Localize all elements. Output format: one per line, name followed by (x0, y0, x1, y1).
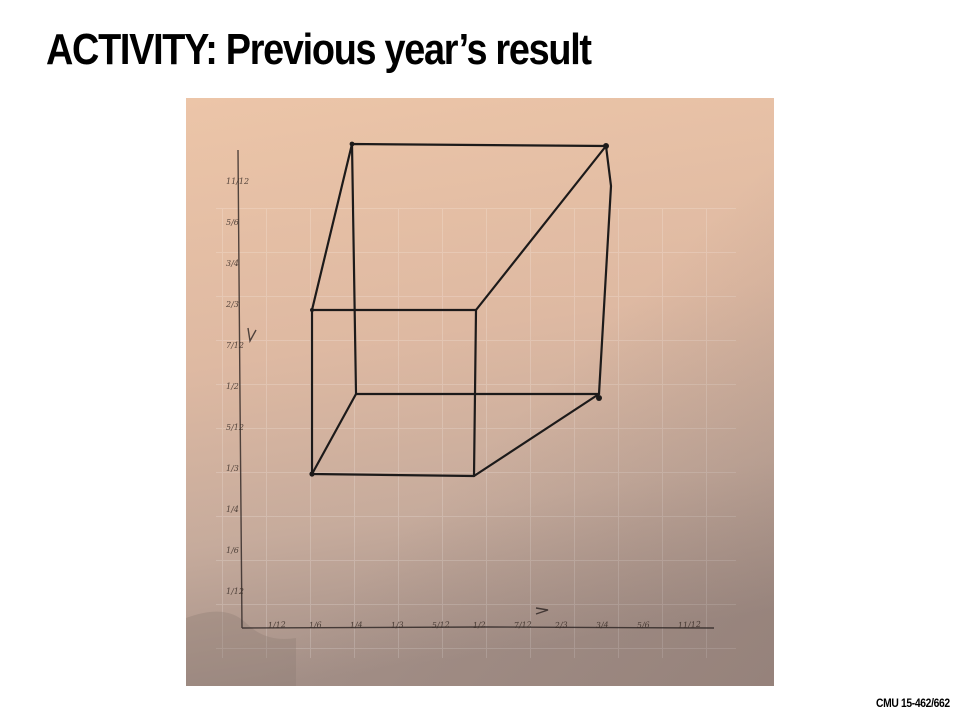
y-tick-label: 1/2 (226, 382, 239, 391)
cube-edge-top-left (310, 142, 354, 312)
paper-shadow (186, 98, 774, 686)
cube-back-face (350, 142, 613, 396)
y-axis-arrow (247, 327, 257, 344)
graph-paper-photo: 1/12 1/6 1/4 1/3 5/12 1/2 7/12 2/3 3/4 5/6 11/12 1… (186, 98, 774, 686)
cube-edge-bottom-right (472, 392, 601, 478)
cube-vertex-dots (309, 141, 609, 477)
y-tick-label: 1/6 (226, 546, 239, 555)
x-tick-label: 1/2 (473, 620, 486, 630)
y-tick-label: 5/12 (226, 423, 244, 432)
y-tick-label: 2/3 (225, 300, 239, 309)
y-tick-label: 1/12 (226, 587, 244, 596)
x-tick-labels: 1/12 1/6 1/4 1/3 5/12 1/2 7/12 2/3 3/4 5/6 11/12 (268, 620, 702, 630)
x-tick-label: 5/6 (637, 620, 650, 630)
y-tick-label: 11/12 (226, 177, 249, 186)
x-tick-label: 7/12 (514, 620, 532, 630)
hand-drawn-cube (310, 142, 613, 478)
x-tick-label: 1/4 (350, 620, 363, 630)
x-tick-label: 3/4 (596, 620, 609, 630)
y-tick-labels: 11/12 5/6 3/4 2/3 7/12 1/2 5/12 1/3 1/4 1/6 1/12 (225, 177, 249, 596)
x-axis-arrow (535, 607, 549, 615)
y-tick-label: 5/6 (226, 218, 239, 227)
x-tick-label: 1/3 (391, 620, 404, 630)
x-tick-label: 2/3 (554, 620, 568, 630)
slide-title: ACTIVITY: Previous year’s result (46, 25, 592, 74)
y-tick-label: 1/3 (226, 464, 239, 473)
x-tick-label: 5/12 (432, 620, 450, 630)
x-tick-label: 1/12 (268, 620, 286, 630)
course-footer: CMU 15-462/662 (876, 696, 950, 710)
axes (237, 149, 715, 629)
x-axis-line (241, 626, 715, 629)
y-tick-label: 1/4 (226, 505, 239, 514)
cube-edge-bottom-left (310, 392, 358, 476)
y-axis-line (237, 149, 243, 629)
y-tick-label: 7/12 (226, 341, 244, 350)
x-tick-label: 1/6 (309, 620, 322, 630)
x-tick-label: 11/12 (678, 620, 702, 630)
y-tick-label: 3/4 (226, 259, 239, 268)
cube-edge-top-right (474, 144, 608, 312)
